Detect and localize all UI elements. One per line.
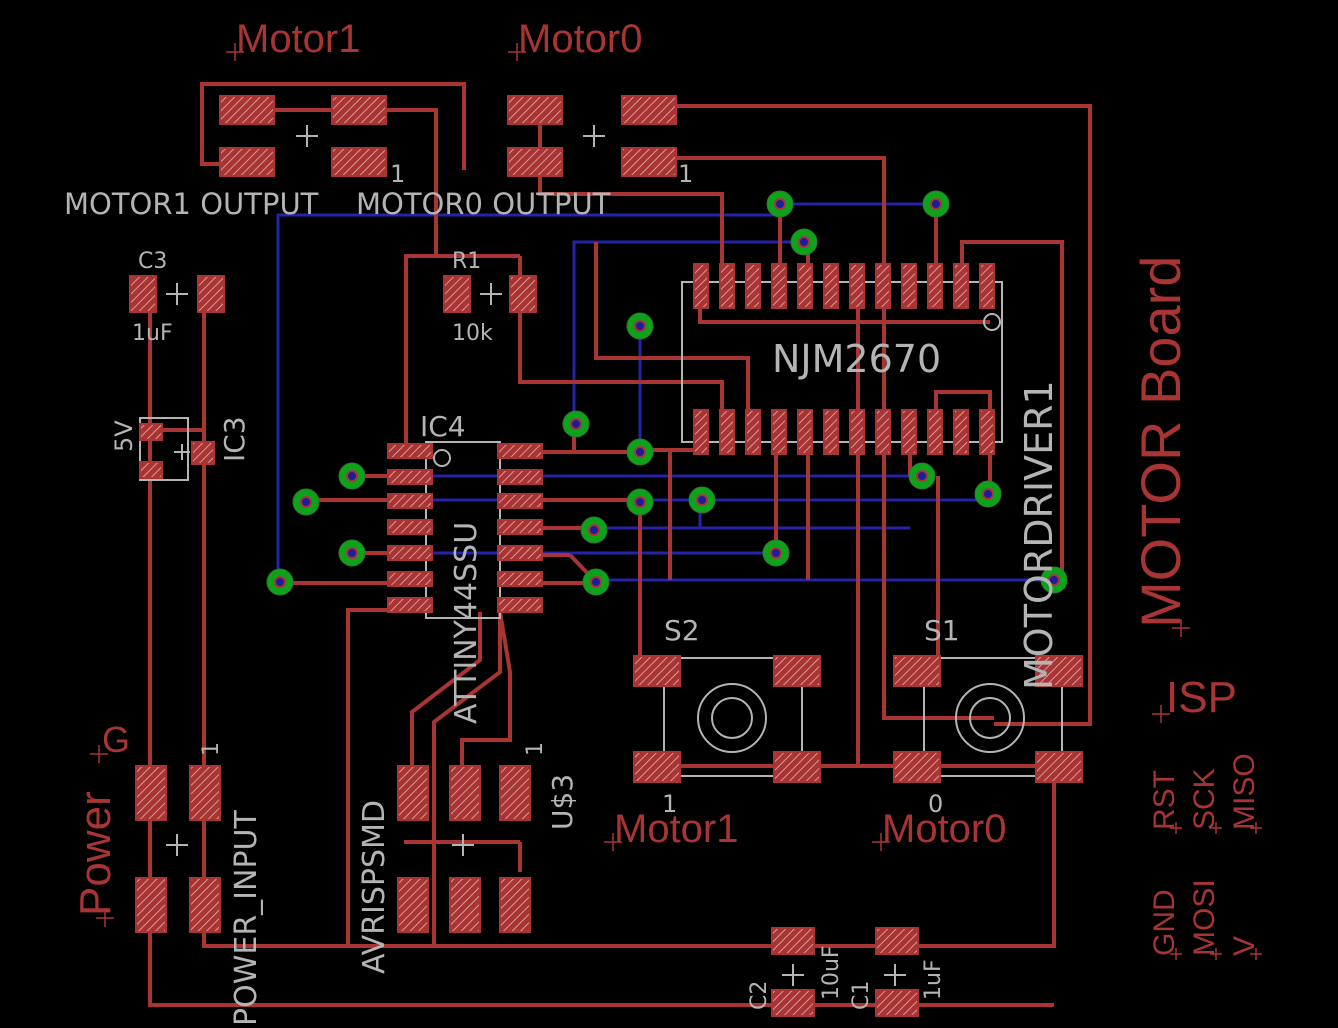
r1-value: 10k (452, 321, 493, 346)
driver-value: MOTORDRIVER1 (1017, 380, 1061, 690)
s2-name: S2 (664, 614, 700, 647)
isp-label: ISP (1166, 673, 1237, 722)
c1-name: C1 (849, 981, 874, 1010)
motor0-button-label: Motor0 (882, 807, 1007, 851)
isp-pin-mosi: MOSI (1188, 879, 1221, 956)
power-input-label: POWER_INPUT (229, 809, 264, 1026)
isp-pin-sck: SCK (1188, 768, 1221, 830)
power-input-pin: 1 (199, 742, 224, 756)
motor0-output-label: MOTOR0 OUTPUT (356, 187, 611, 221)
isp-pin-rst: RST (1148, 770, 1181, 830)
ic3-name: IC3 (218, 416, 251, 462)
power-label: Power (71, 791, 120, 916)
vias (266, 190, 1068, 596)
motor1-output-label: MOTOR1 OUTPUT (64, 187, 319, 221)
c3-name: C3 (138, 249, 167, 274)
motor1-button-label: Motor1 (614, 807, 739, 851)
s1-pin-label: 0 (928, 790, 943, 818)
top-copper-traces (148, 82, 1092, 1007)
driver-name: NJM2670 (772, 337, 941, 381)
pads (129, 95, 1083, 1017)
isp-pin-miso: MISO (1228, 753, 1261, 830)
c3-value: 1uF (132, 321, 173, 346)
avrisp-label: AVRISPSMD (357, 800, 392, 974)
r1-name: R1 (452, 249, 481, 274)
ic3-value: 5V (110, 420, 138, 452)
origin-cross-marks (166, 125, 906, 986)
c1-value: 1uF (921, 959, 946, 1000)
motor1-top-label: Motor1 (236, 17, 361, 61)
c2-name: C2 (747, 981, 772, 1010)
motor0-pin1: 1 (678, 160, 693, 188)
motor1-pin1: 1 (390, 160, 405, 188)
c2-value: 10uF (819, 945, 844, 1000)
s2-pin-label: 1 (662, 790, 677, 818)
us3-pin: 1 (523, 742, 548, 756)
ic4-value: ATTINY44SSU (449, 522, 484, 724)
isp-pin-gnd: GND (1148, 889, 1181, 956)
us3-label: U$3 (546, 774, 579, 830)
isp-pin-v: V (1228, 936, 1261, 956)
ic4-name: IC4 (420, 410, 466, 443)
isp-pin-crosses (1170, 822, 1262, 960)
power-ground-label: G (102, 719, 130, 760)
board-title: MOTOR Board (1129, 256, 1192, 628)
motor0-top-label: Motor0 (518, 17, 643, 61)
s1-name: S1 (924, 614, 960, 647)
copper-labels (90, 43, 1190, 927)
